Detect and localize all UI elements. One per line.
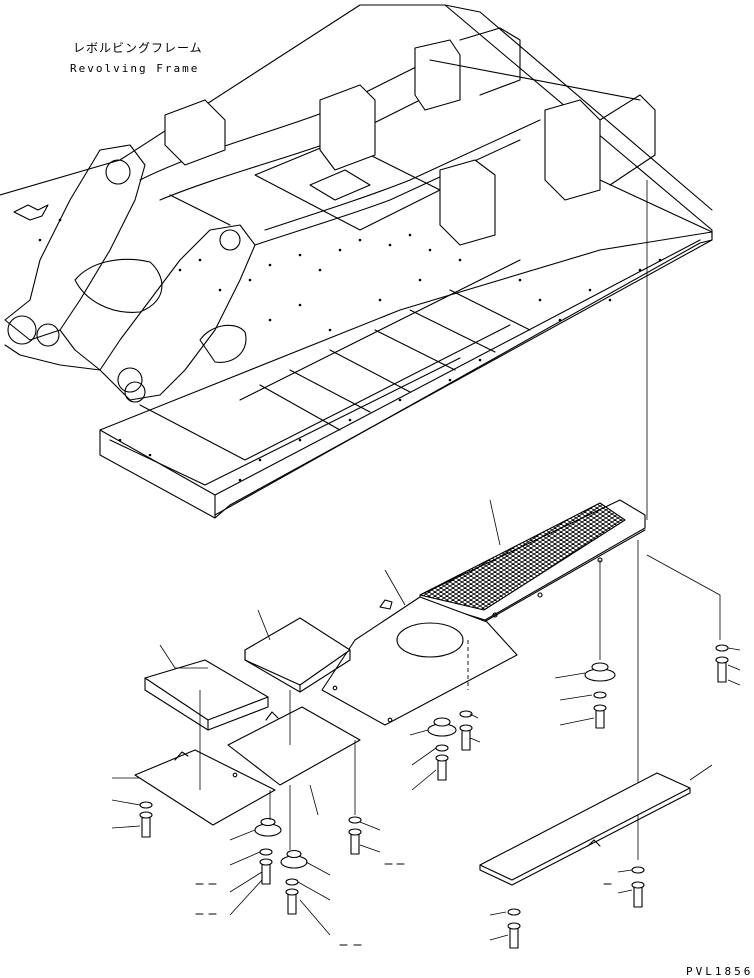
fasteners: [139, 644, 729, 949]
drawing-code: PVL1856: [686, 965, 753, 978]
mid-lower-plate: [227, 706, 361, 786]
insulation-pad-2: [144, 659, 269, 731]
leader-lines: [111, 499, 741, 941]
long-lower-plate: [479, 772, 691, 886]
insulation-pad-1: [244, 617, 351, 693]
callout-marks: [195, 863, 612, 946]
frame-holes: [38, 218, 662, 482]
left-lower-plate: [134, 749, 276, 826]
frame-label-japanese: レボルビングフレーム: [73, 41, 203, 55]
frame-label-english: Revolving Frame: [70, 62, 199, 75]
centre-cover-plate: [321, 596, 518, 726]
revolving-frame: [0, 4, 713, 519]
